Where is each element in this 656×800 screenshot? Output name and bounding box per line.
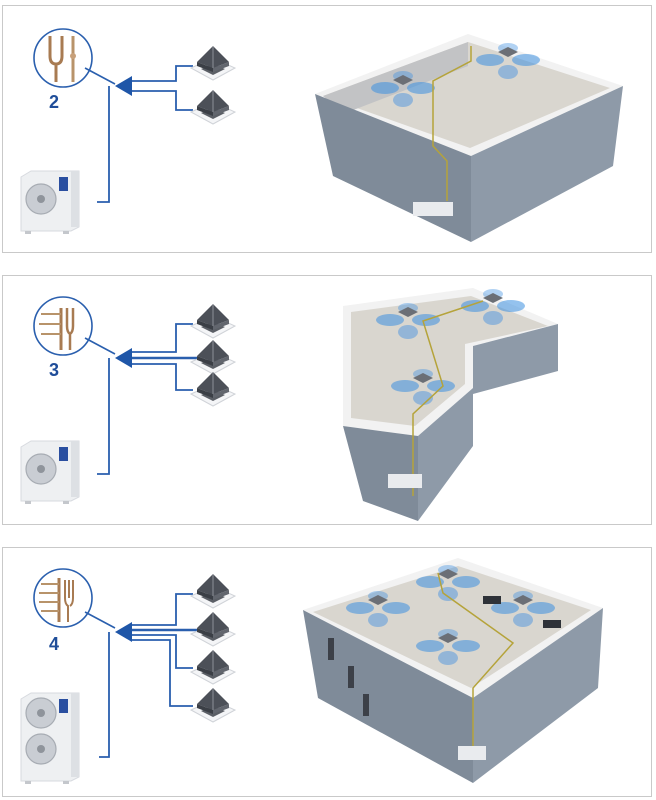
ceiling-cassette (393, 75, 413, 85)
brand-logo (59, 699, 68, 713)
ceiling-cassette (413, 373, 433, 383)
branch-joint-icon (33, 296, 93, 356)
outdoor-unit-icon (388, 474, 422, 488)
brand-logo (59, 177, 68, 191)
sofa (483, 596, 501, 604)
refnet-arrow-icon (115, 622, 132, 642)
system-diagram (20, 288, 558, 521)
branch-count-label: 4 (49, 634, 60, 654)
system-diagram (20, 28, 623, 242)
branch-count-label: 2 (49, 92, 60, 112)
main-pipe (97, 86, 110, 203)
ceiling-cassette (498, 47, 518, 57)
ceiling-cassette (513, 595, 533, 605)
callout-line (84, 611, 116, 629)
cassette-indoor-unit-icon (189, 46, 237, 81)
building-3d-illustration (343, 288, 558, 521)
ceiling-cassette (483, 293, 503, 303)
building-3d-illustration (303, 558, 603, 783)
main-pipe (99, 632, 110, 758)
building-3d-illustration (315, 34, 623, 242)
window (348, 666, 354, 688)
branch-count-label: 3 (49, 360, 60, 380)
outdoor-unit-icon (20, 692, 80, 784)
main-pipe (97, 358, 110, 475)
branch-joint-icon (33, 568, 93, 628)
ceiling-cassette (398, 307, 418, 317)
cassette-indoor-unit-icon (189, 574, 237, 609)
callout-line (84, 67, 116, 85)
outdoor-unit-icon (20, 440, 80, 504)
refnet-arrow-icon (115, 76, 132, 96)
sofa (543, 620, 561, 628)
ceiling-cassette (438, 569, 458, 579)
outdoor-unit-icon (20, 170, 80, 234)
cassette-indoor-unit-icon (189, 372, 237, 407)
outdoor-unit-icon (458, 746, 486, 760)
cassette-indoor-unit-icon (189, 612, 237, 647)
cassette-indoor-unit-icon (189, 340, 237, 375)
ceiling-cassette (368, 595, 388, 605)
cassette-indoor-unit-icon (189, 688, 237, 723)
brand-logo (59, 447, 68, 461)
configuration-panel-2: 2 (2, 5, 652, 253)
ceiling-cassette (438, 633, 458, 643)
window (328, 638, 334, 660)
branch-joint-icon (33, 28, 93, 88)
refnet-arrow-icon (115, 348, 132, 368)
cassette-indoor-unit-icon (189, 650, 237, 685)
window (363, 694, 369, 716)
cassette-indoor-unit-icon (189, 304, 237, 339)
cassette-indoor-unit-icon (189, 90, 237, 125)
callout-line (84, 337, 116, 355)
configuration-panel-4: 4 (2, 547, 652, 797)
outdoor-unit-icon (413, 202, 453, 216)
configuration-panel-3: 3 (2, 275, 652, 525)
system-diagram (20, 558, 603, 784)
